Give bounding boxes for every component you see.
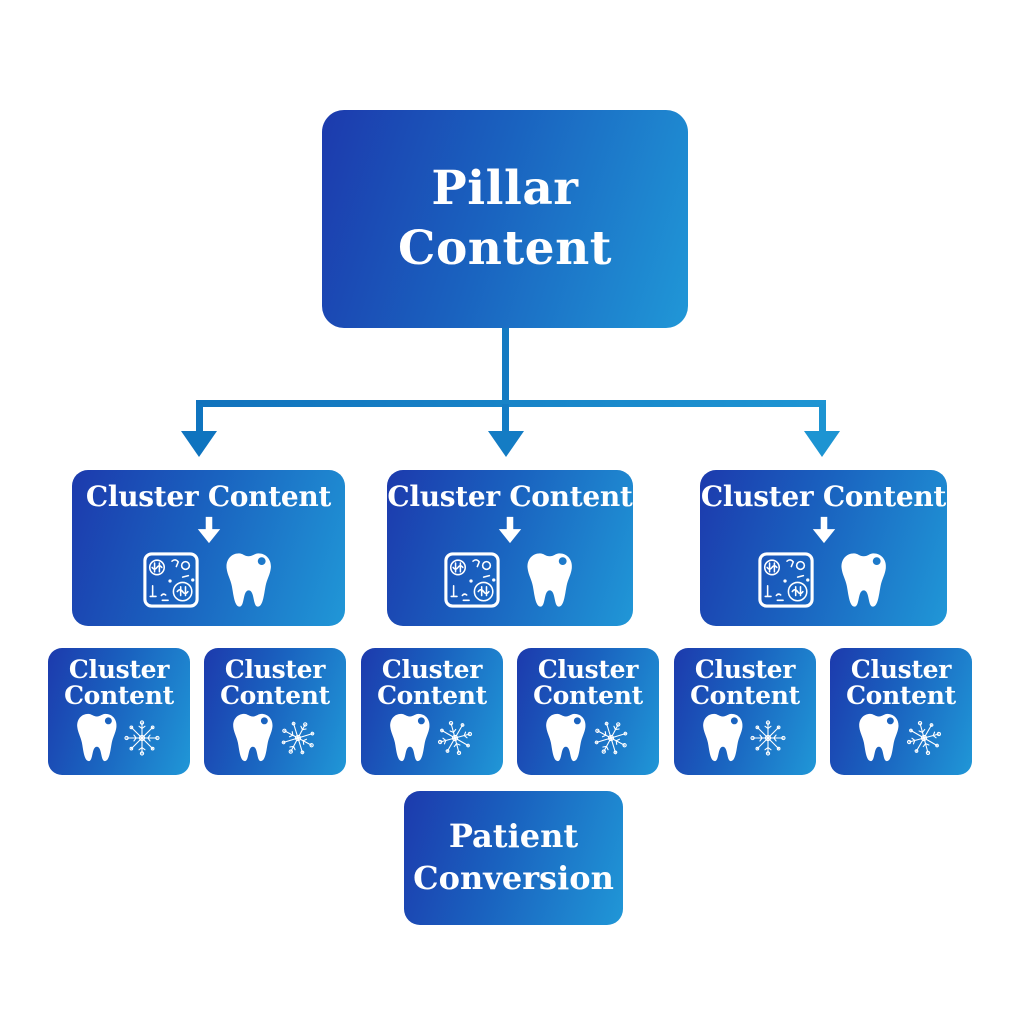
tooth-icon bbox=[231, 710, 277, 765]
doodle-board-icon bbox=[757, 551, 815, 609]
sub-label-line1: Cluster bbox=[224, 655, 326, 684]
sub-label-line1: Cluster bbox=[68, 655, 170, 684]
sub-label-line1: Cluster bbox=[850, 655, 952, 684]
sub-cluster-icons-row bbox=[231, 710, 320, 765]
connector-right-stem bbox=[819, 404, 826, 433]
cluster-label: Cluster Content bbox=[387, 480, 633, 513]
sub-cluster-icons-row bbox=[544, 710, 633, 765]
cluster-icons-row bbox=[142, 549, 276, 611]
cluster-icons-row bbox=[757, 549, 891, 611]
connector-left-stem bbox=[196, 404, 203, 433]
cluster-icons-row bbox=[443, 549, 577, 611]
sub-label-line2: Content bbox=[64, 680, 174, 710]
sub-label-line1: Cluster bbox=[381, 655, 483, 684]
sparkle-doodle-icon bbox=[268, 708, 328, 768]
sub-cluster-box-2: Cluster Content bbox=[204, 648, 346, 775]
tooth-icon bbox=[75, 710, 121, 765]
connector-horizontal-line bbox=[196, 400, 826, 407]
down-arrow-icon bbox=[810, 515, 838, 545]
cluster-content-box-1: Cluster Content bbox=[72, 470, 345, 626]
sub-cluster-box-6: Cluster Content bbox=[830, 648, 972, 775]
sparkle-doodle-icon bbox=[581, 708, 641, 768]
doodle-board-icon bbox=[443, 551, 501, 609]
conversion-label-line1: Patient bbox=[448, 817, 579, 856]
sparkle-doodle-icon bbox=[120, 716, 164, 760]
sub-label-line1: Cluster bbox=[694, 655, 796, 684]
sub-cluster-label: Cluster Content bbox=[846, 657, 956, 708]
sub-cluster-box-3: Cluster Content bbox=[361, 648, 503, 775]
sparkle-doodle-icon bbox=[746, 716, 790, 760]
cluster-label: Cluster Content bbox=[700, 480, 947, 513]
sub-label-line2: Content bbox=[690, 680, 800, 710]
tooth-icon bbox=[224, 549, 276, 611]
sparkle-doodle-icon bbox=[897, 711, 951, 765]
patient-conversion-box: Patient Conversion bbox=[404, 791, 623, 925]
tooth-icon bbox=[839, 549, 891, 611]
sub-cluster-label: Cluster Content bbox=[533, 657, 643, 708]
down-arrow-icon bbox=[195, 515, 223, 545]
pillar-content-label: Pillar Content bbox=[398, 159, 612, 279]
sub-label-line2: Content bbox=[533, 680, 643, 710]
sub-cluster-icons-row bbox=[75, 710, 164, 765]
pillar-label-line2: Content bbox=[398, 221, 612, 276]
arrowhead-right-icon bbox=[804, 431, 840, 457]
doodle-board-icon bbox=[142, 551, 200, 609]
sub-cluster-label: Cluster Content bbox=[690, 657, 800, 708]
arrowhead-left-icon bbox=[181, 431, 217, 457]
tooth-icon bbox=[701, 710, 747, 765]
sub-cluster-label: Cluster Content bbox=[377, 657, 487, 708]
arrowhead-middle-icon bbox=[488, 431, 524, 457]
down-arrow-icon bbox=[496, 515, 524, 545]
pillar-content-box: Pillar Content bbox=[322, 110, 688, 328]
conversion-label-line2: Conversion bbox=[413, 859, 614, 897]
tooth-icon bbox=[544, 710, 590, 765]
sub-cluster-label: Cluster Content bbox=[220, 657, 330, 708]
cluster-content-box-3: Cluster Content bbox=[700, 470, 947, 626]
sub-label-line2: Content bbox=[377, 680, 487, 710]
cluster-label: Cluster Content bbox=[85, 480, 332, 513]
pillar-label-line1: Pillar bbox=[431, 160, 579, 216]
sub-cluster-icons-row bbox=[857, 710, 946, 765]
sparkle-doodle-icon bbox=[428, 711, 482, 765]
sub-cluster-label: Cluster Content bbox=[64, 657, 174, 708]
sub-cluster-icons-row bbox=[388, 710, 477, 765]
patient-conversion-label: Patient Conversion bbox=[413, 816, 614, 899]
sub-cluster-box-5: Cluster Content bbox=[674, 648, 816, 775]
cluster-content-box-2: Cluster Content bbox=[387, 470, 633, 626]
tooth-icon bbox=[525, 549, 577, 611]
sub-cluster-box-4: Cluster Content bbox=[517, 648, 659, 775]
sub-label-line1: Cluster bbox=[537, 655, 639, 684]
connector-vertical-line bbox=[502, 328, 509, 404]
tooth-icon bbox=[388, 710, 434, 765]
connector-middle-stem bbox=[502, 404, 509, 433]
sub-cluster-box-1: Cluster Content bbox=[48, 648, 190, 775]
sub-cluster-icons-row bbox=[701, 710, 790, 765]
tooth-icon bbox=[857, 710, 903, 765]
sub-label-line2: Content bbox=[220, 680, 330, 710]
sub-label-line2: Content bbox=[846, 680, 956, 710]
